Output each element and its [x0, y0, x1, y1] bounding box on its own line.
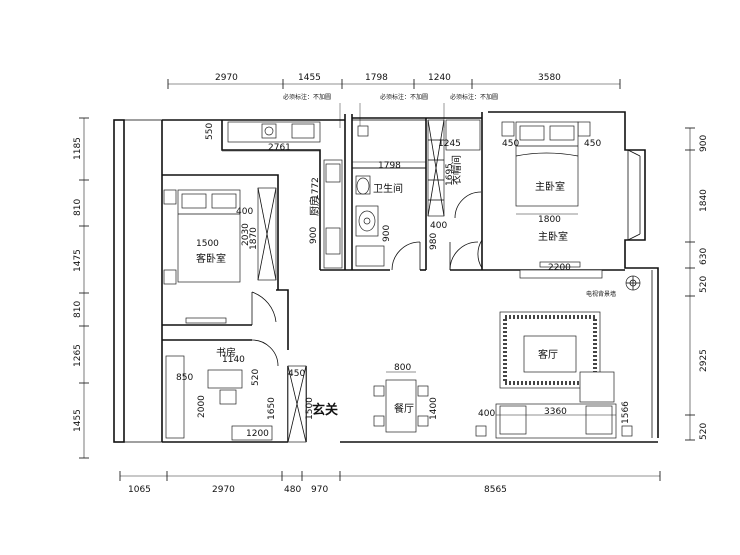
guest-bedroom-label: 客卧室: [196, 252, 226, 265]
study-dim-1200: 1200: [246, 429, 269, 439]
master-dim-1800: 1800: [538, 215, 561, 225]
note-3: 必须标注：不加圆: [450, 93, 498, 101]
closet-dim-1245: 1245: [438, 139, 461, 149]
guest-bedroom: 400 2030 1870 1500 客卧室: [163, 187, 277, 325]
master-bedroom: 450 450 1800 主卧室 主卧室 2200: [477, 121, 603, 279]
entry-dim-1500: 1500: [305, 397, 315, 420]
guest-dim-1500: 1500: [196, 239, 219, 249]
bathroom-label: 卫生间: [373, 182, 403, 195]
dim-right-2: 1840: [699, 189, 709, 212]
note-1: 必须标注：不加圆: [283, 93, 331, 101]
guest-dim-400: 400: [236, 207, 253, 217]
dining-label: 餐厅: [394, 402, 414, 415]
study-label: 书房: [216, 346, 236, 359]
dim-right-6: 520: [699, 423, 709, 440]
living-label: 客厅: [538, 348, 558, 361]
master-bed-label: 主卧室: [535, 180, 565, 193]
closet-label: 衣帽间: [450, 155, 463, 185]
living-room: 客厅 400 3360 1566: [475, 311, 633, 439]
living-dim-1566: 1566: [621, 401, 631, 424]
dim-right-3: 630: [699, 248, 709, 265]
entry-dim-450: 450: [288, 369, 305, 379]
dim-left-3: 1475: [73, 249, 83, 272]
right-dimension-line: 900 1840 630 520 2925 520: [685, 127, 709, 441]
closet-dim-1695: 1695: [445, 163, 455, 186]
kitchen-dim-900: 900: [309, 227, 319, 244]
kitchen: 2761 550 1772 900 厨房: [205, 121, 343, 269]
study-dim-2000: 2000: [197, 395, 207, 418]
dim-right-1: 900: [699, 135, 709, 152]
closet: 1245 衣帽间 1695 400 980: [427, 119, 482, 271]
dim-top-3: 1798: [365, 73, 388, 83]
note-2: 必须标注：不加圆: [380, 93, 428, 101]
kitchen-dim-2761: 2761: [268, 143, 291, 153]
study: 书房 1140 850 520 2000 1650 1200: [165, 339, 279, 441]
guest-dim-1870: 1870: [249, 227, 259, 250]
dim-left-6: 1455: [73, 409, 83, 432]
dim-left-1: 1185: [73, 137, 83, 160]
guest-dim-2030: 2030: [241, 223, 251, 246]
tv-wall-label: 电视背景墙: [586, 290, 616, 298]
top-dimension-line: 2970 1455 1798 1240 3580: [167, 73, 621, 89]
dim-left-5: 1265: [73, 344, 83, 367]
dim-top-4: 1240: [428, 73, 451, 83]
dim-right-5: 2925: [699, 349, 709, 372]
closet-dim-400: 400: [430, 221, 447, 231]
bottom-dimension-line: 1065 2970 480 970 8565: [119, 471, 661, 495]
master-dim-450a: 450: [502, 139, 519, 149]
dim-bottom-2: 2970: [212, 485, 235, 495]
bay-window: [627, 149, 641, 241]
study-dim-1650: 1650: [267, 397, 277, 420]
bath-dim-900: 900: [382, 225, 392, 242]
kitchen-dim-1772: 1772: [311, 177, 321, 200]
master-dim-2200: 2200: [548, 263, 571, 273]
study-dim-1140: 1140: [222, 355, 245, 365]
dim-bottom-4: 970: [311, 485, 328, 495]
dim-left-4: 810: [73, 301, 83, 318]
kitchen-dim-550: 550: [205, 123, 215, 140]
plant-icon: [625, 275, 641, 291]
master-dim-450b: 450: [584, 139, 601, 149]
master-room-label: 主卧室: [538, 230, 568, 243]
dining-room: 800 1400 餐厅: [373, 363, 439, 433]
bathroom: 1798 900 卫生间: [351, 119, 427, 271]
dining-dim-800: 800: [394, 363, 411, 373]
dim-bottom-1: 1065: [128, 485, 151, 495]
dim-bottom-5: 8565: [484, 485, 507, 495]
bath-dim-1798: 1798: [378, 161, 401, 171]
dim-top-1: 2970: [215, 73, 238, 83]
dim-left-2: 810: [73, 199, 83, 216]
left-dimension-line: 1185 810 1475 810 1265 1455: [73, 117, 89, 459]
closet-dim-980: 980: [429, 233, 439, 250]
living-dim-3360: 3360: [544, 407, 567, 417]
entrance: 450 1500 玄关: [287, 365, 338, 443]
living-dim-400: 400: [478, 409, 495, 419]
dim-top-5: 3580: [538, 73, 561, 83]
kitchen-label: 厨房: [308, 196, 321, 216]
entrance-label: 玄关: [312, 402, 338, 418]
dining-dim-1400: 1400: [429, 397, 439, 420]
dim-top-2: 1455: [298, 73, 321, 83]
study-dim-520: 520: [251, 369, 261, 386]
dim-right-4: 520: [699, 276, 709, 293]
study-dim-850: 850: [176, 373, 193, 383]
dim-bottom-3: 480: [284, 485, 301, 495]
